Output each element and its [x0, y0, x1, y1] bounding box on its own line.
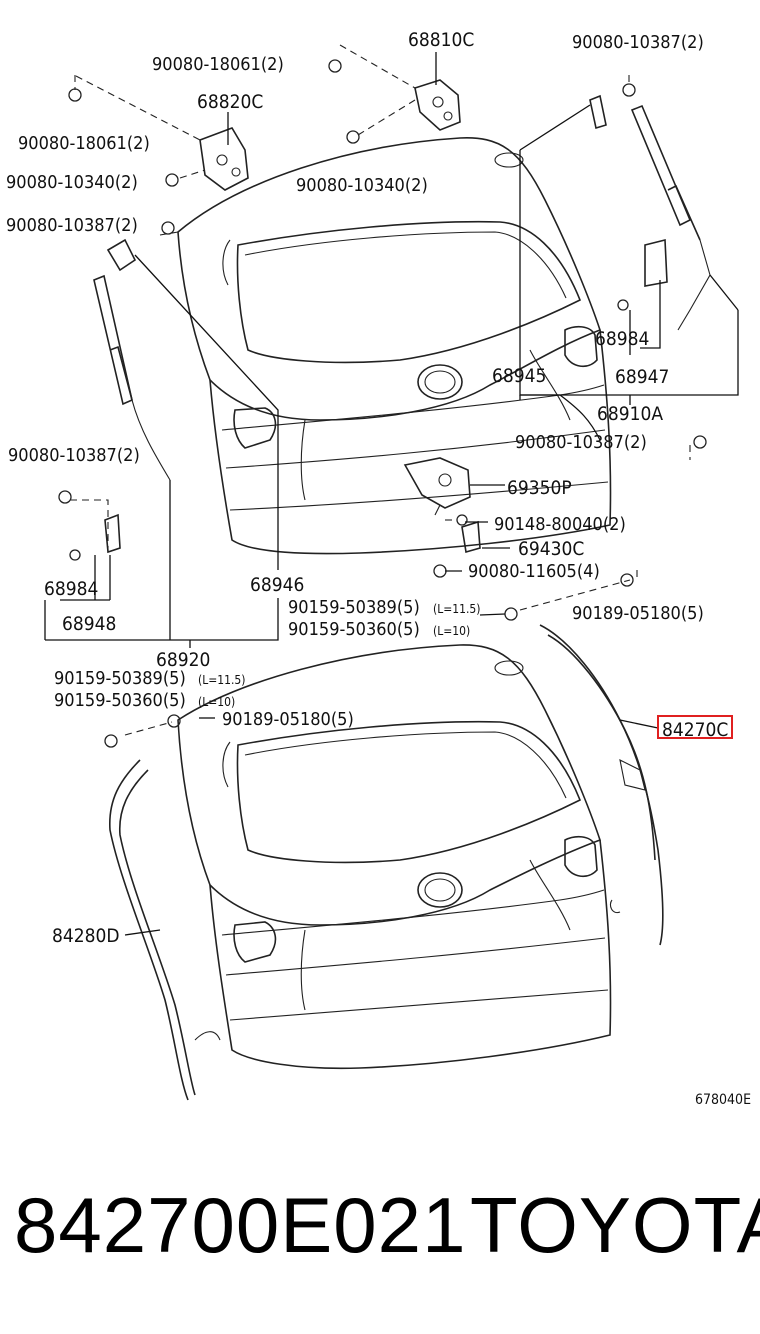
label-90159-50360-b: 90159-50360(5) — [54, 690, 186, 711]
label-68984-right: 68984 — [595, 328, 649, 350]
label-90189-05180-b: 90189-05180(5) — [222, 709, 354, 730]
label-90148-80040: 90148-80040(2) — [494, 514, 626, 535]
label-90080-10387-mid-right: 90080-10387(2) — [515, 432, 647, 453]
diagram-code: 678040E — [695, 1092, 751, 1108]
label-90080-10387-left: 90080-10387(2) — [6, 215, 138, 236]
part-number: 842700E021 — [14, 1181, 467, 1269]
leader-lines — [44, 52, 739, 936]
fastener-icons — [58, 59, 707, 748]
bracket-left — [104, 513, 121, 554]
label-68910A: 68910A — [597, 403, 663, 425]
label-90080-10340-right: 90080-10340(2) — [296, 175, 428, 196]
label-68984-left: 68984 — [44, 578, 98, 600]
label-69350P: 69350P — [507, 477, 572, 499]
brand-name: TOYOTA — [470, 1181, 760, 1269]
label-90080-10387-mid-left: 90080-10387(2) — [8, 445, 140, 466]
label-68947: 68947 — [615, 366, 669, 388]
label-90159-50389-b-length: (L=11.5) — [198, 673, 246, 687]
label-90080-18061-a: 90080-18061(2) — [152, 54, 284, 75]
lock-assembly — [403, 457, 481, 554]
label-68920: 68920 — [156, 649, 210, 671]
label-69430C: 69430C — [518, 538, 584, 560]
label-90080-11605: 90080-11605(4) — [468, 561, 600, 582]
label-90159-50360-a-length: (L=10) — [433, 624, 470, 638]
hinge-68820C — [199, 127, 249, 191]
weatherstrip-left — [109, 759, 221, 1101]
label-90159-50360-a: 90159-50360(5) — [288, 619, 420, 640]
label-68946: 68946 — [250, 574, 304, 596]
part-labels: 68810C 90080-18061(2) 90080-10387(2) 688… — [6, 29, 751, 1108]
label-90159-50389-a: 90159-50389(5) — [288, 597, 420, 618]
back-door-panel-lower — [177, 644, 612, 1070]
back-door-panel-upper — [177, 137, 612, 555]
fastener-dash-lines — [70, 44, 691, 736]
label-90159-50389-a-length: (L=11.5) — [433, 602, 481, 616]
label-84270-highlighted: 84270C — [662, 719, 728, 741]
label-90080-10340-left: 90080-10340(2) — [6, 172, 138, 193]
label-84280D: 84280D — [52, 925, 120, 947]
label-90159-50389-b: 90159-50389(5) — [54, 668, 186, 689]
label-68945: 68945 — [492, 365, 546, 387]
hinge-68810C — [414, 79, 461, 131]
label-68810C: 68810C — [408, 29, 474, 51]
weatherstrip-right — [539, 624, 664, 946]
label-90189-05180-a: 90189-05180(5) — [572, 603, 704, 624]
gas-strut-left — [93, 238, 171, 481]
label-90080-10387-top-right: 90080-10387(2) — [572, 32, 704, 53]
label-68820C: 68820C — [197, 91, 263, 113]
label-68948: 68948 — [62, 613, 116, 635]
label-90080-18061-b: 90080-18061(2) — [18, 133, 150, 154]
label-90159-50360-b-length: (L=10) — [198, 695, 235, 709]
gas-strut-right — [589, 94, 711, 331]
highlight-box — [657, 715, 733, 739]
